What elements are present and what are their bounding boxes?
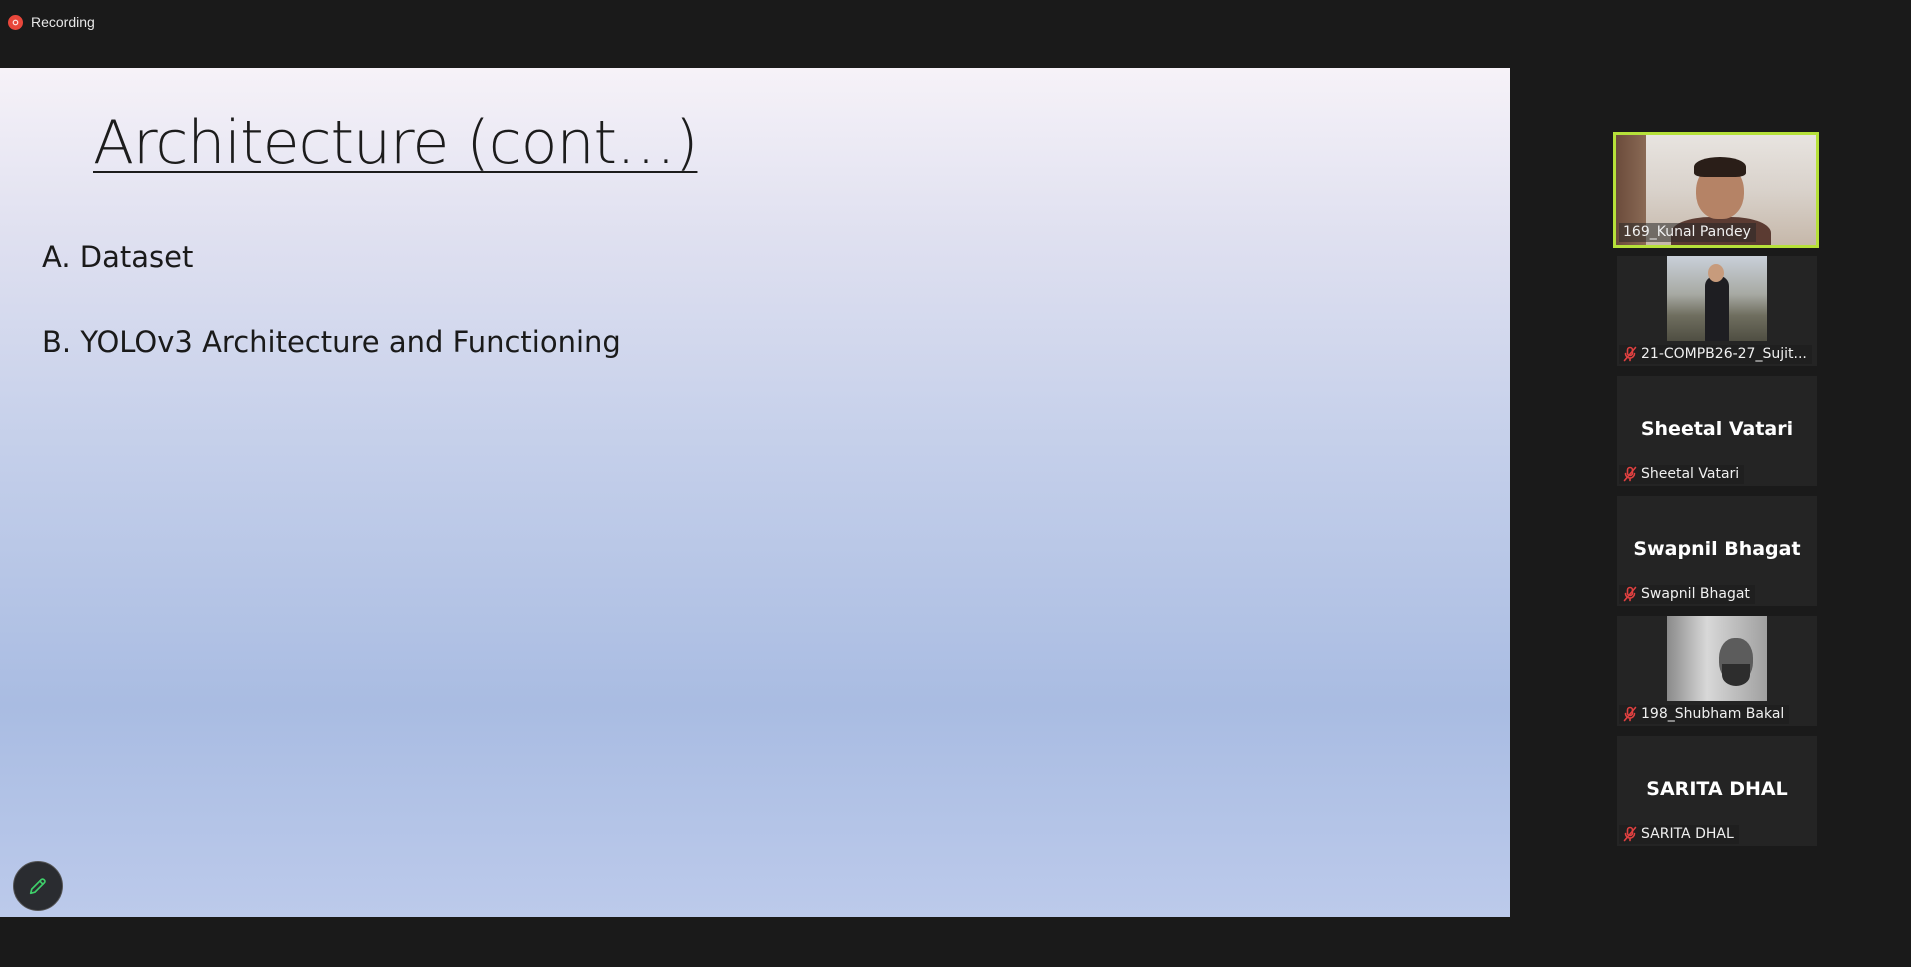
mic-muted-icon (1623, 826, 1637, 842)
participant-name-tag: Swapnil Bhagat (1619, 585, 1755, 604)
participant-name-tag: Sheetal Vatari (1619, 465, 1745, 484)
annotate-button[interactable] (13, 861, 63, 911)
participant-tile-sarita[interactable]: SARITA DHAL SARITA DHAL (1617, 736, 1817, 846)
participant-name: Swapnil Bhagat (1641, 586, 1750, 602)
participant-gallery: 169_Kunal Pandey 21-COMPB26-27_Sujit... … (1613, 132, 1821, 856)
participant-name-tag: 21-COMPB26-27_Sujit... (1619, 345, 1812, 364)
participant-name: 169_Kunal Pandey (1623, 224, 1751, 240)
participant-name-tag: 198_Shubham Bakal (1619, 705, 1790, 724)
recording-icon (8, 14, 23, 30)
participant-tile-sheetal[interactable]: Sheetal Vatari Sheetal Vatari (1617, 376, 1817, 486)
participant-video (1667, 256, 1767, 341)
participant-name: SARITA DHAL (1641, 826, 1734, 842)
participant-name-tag: SARITA DHAL (1619, 825, 1739, 844)
recording-indicator[interactable]: Recording (8, 14, 95, 30)
participant-tile-kunal[interactable]: 169_Kunal Pandey (1613, 132, 1819, 248)
mic-muted-icon (1623, 586, 1637, 602)
participant-display-name: Swapnil Bhagat (1633, 538, 1801, 560)
participant-display-name: Sheetal Vatari (1640, 418, 1794, 440)
participant-name: 198_Shubham Bakal (1641, 706, 1785, 722)
slide-item-dataset: A. Dataset (42, 240, 194, 274)
participant-tile-shubham[interactable]: 198_Shubham Bakal (1617, 616, 1817, 726)
recording-label: Recording (31, 14, 95, 30)
slide-item-yolov3: B. YOLOv3 Architecture and Functioning (42, 325, 621, 359)
slide-title: Architecture (cont…) (93, 108, 698, 178)
participant-name: Sheetal Vatari (1641, 466, 1740, 482)
mic-muted-icon (1623, 706, 1637, 722)
participant-name: 21-COMPB26-27_Sujit... (1641, 346, 1807, 362)
pencil-icon (29, 878, 46, 895)
participant-name-tag: 169_Kunal Pandey (1619, 223, 1756, 242)
participant-tile-sujit[interactable]: 21-COMPB26-27_Sujit... (1617, 256, 1817, 366)
participant-tile-swapnil[interactable]: Swapnil Bhagat Swapnil Bhagat (1617, 496, 1817, 606)
participant-video (1667, 616, 1767, 701)
mic-muted-icon (1623, 346, 1637, 362)
shared-screen-slide: Architecture (cont…) A. Dataset B. YOLOv… (0, 68, 1510, 917)
mic-muted-icon (1623, 466, 1637, 482)
participant-display-name: SARITA DHAL (1646, 778, 1788, 800)
participant-video (1616, 135, 1816, 245)
